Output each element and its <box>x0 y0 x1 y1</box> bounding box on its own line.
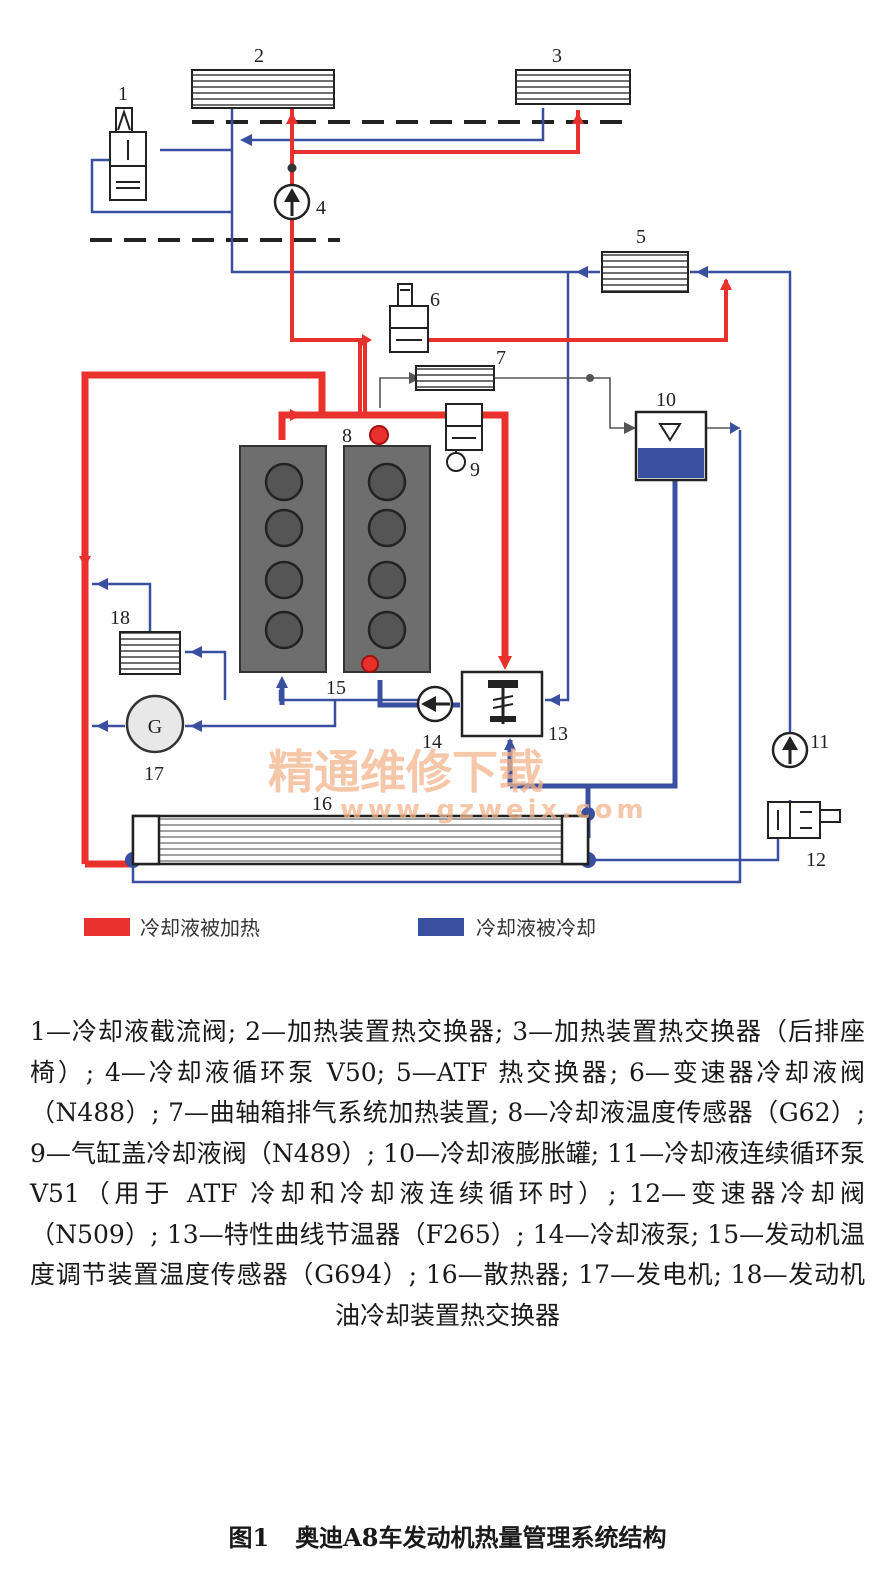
body-dashed-lines <box>90 120 625 242</box>
label-12: 12 <box>806 849 826 871</box>
atf-exchanger-5 <box>601 251 689 293</box>
temp-sensor-8 <box>369 425 389 445</box>
label-11: 11 <box>810 731 829 753</box>
figure-caption: 1—冷却液截流阀; 2—加热装置热交换器; 3—加热装置热交换器（后排座椅）; … <box>30 1017 865 1330</box>
coolant-pump-14 <box>416 685 454 723</box>
label-14: 14 <box>422 731 442 753</box>
label-17: 17 <box>144 763 164 785</box>
gearbox-coolant-valve-6 <box>389 283 429 353</box>
label-16: 16 <box>312 793 332 815</box>
cylinder-head-valve-9 <box>445 403 483 472</box>
label-9: 9 <box>470 459 480 481</box>
gearbox-cooling-valve-12 <box>767 801 841 839</box>
label-18: 18 <box>110 607 130 629</box>
label-4: 4 <box>316 197 326 219</box>
label-6: 6 <box>430 289 440 311</box>
coolant-system-diagram: G 精通维修下载 www.gzweix.com 1 2 3 4 5 6 7 8 … <box>79 45 841 940</box>
legend-cooled-swatch <box>418 918 464 936</box>
oil-cooler-18 <box>119 631 181 675</box>
generator-17: G <box>125 694 185 754</box>
watermark-text: 精通维修下载 <box>268 745 544 799</box>
temp-sensor-15 <box>361 655 379 673</box>
heater-exchanger-2 <box>191 69 335 109</box>
legend-heated-swatch <box>84 918 130 936</box>
figure-label: 图1 <box>228 1523 270 1552</box>
engine-block-left <box>239 445 327 673</box>
label-15: 15 <box>326 677 346 699</box>
legend-heated-label: 冷却液被加热 <box>140 916 260 940</box>
engine-block-right <box>343 445 431 673</box>
label-5: 5 <box>636 226 646 248</box>
thermostat-13 <box>460 670 544 738</box>
watermark-url: www.gzweix.com <box>340 795 648 825</box>
figure-title: 奥迪A8车发动机热量管理系统结构 <box>295 1523 667 1552</box>
label-1: 1 <box>118 83 128 105</box>
label-10: 10 <box>656 389 676 411</box>
legend-cooled-label: 冷却液被冷却 <box>476 916 596 940</box>
radiator-16 <box>131 814 590 866</box>
pump-v51-11 <box>771 731 809 769</box>
flow-arrows <box>79 112 740 750</box>
generator-symbol: G <box>148 716 162 738</box>
label-13: 13 <box>548 723 568 745</box>
shutoff-valve-1 <box>109 107 147 201</box>
label-7: 7 <box>496 347 506 369</box>
legend: 冷却液被加热 冷却液被冷却 <box>84 916 596 940</box>
label-3: 3 <box>552 45 562 67</box>
pump-v50-4 <box>273 183 311 221</box>
expansion-tank-10 <box>634 410 708 482</box>
label-8: 8 <box>342 425 352 447</box>
heater-exchanger-3 <box>515 69 631 105</box>
heated-thick-pipes <box>81 371 509 868</box>
label-2: 2 <box>254 45 264 67</box>
crankcase-heater-7 <box>415 365 495 391</box>
figure-title-row: 图1 奥迪A8车发动机热量管理系统结构 <box>0 1518 895 1553</box>
